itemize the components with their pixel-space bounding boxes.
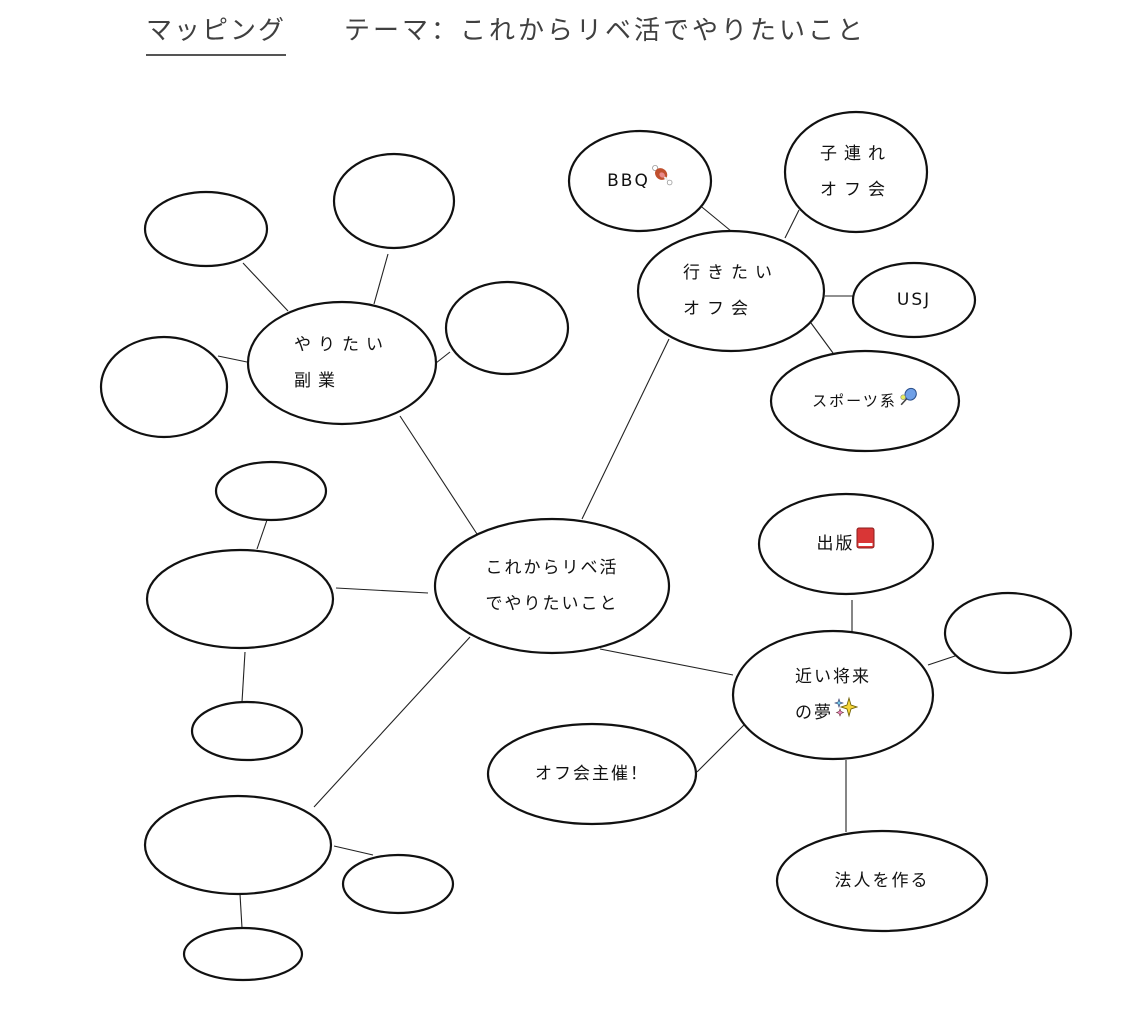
edge-dream-dream-empty <box>927 654 959 666</box>
node-lb-2[interactable] <box>182 926 304 982</box>
node-label-line: BBQ <box>607 163 673 199</box>
edge-left-mid-lm-2 <box>241 651 246 703</box>
node-label-dream[interactable]: 近い将来の夢 <box>795 659 871 731</box>
node-label-usj[interactable]: USJ <box>897 282 931 318</box>
edge-left-bottom-lb-2 <box>239 893 243 929</box>
node-label-host-offkai[interactable]: オフ会主催！ <box>535 756 649 792</box>
meat-icon <box>651 163 673 199</box>
racket-icon <box>898 383 918 419</box>
book-icon <box>856 526 876 562</box>
edge-side-job-sj-1 <box>242 262 289 312</box>
node-host-offkai[interactable] <box>486 722 698 826</box>
edge-dream-host-offkai <box>696 722 747 773</box>
edge-offkai-bbq <box>696 202 732 232</box>
edge-center-dream <box>599 648 734 676</box>
node-label-line: オフ会主催！ <box>535 756 649 792</box>
node-left-mid[interactable] <box>145 548 335 650</box>
page-header: マッピング テーマ：これからリベ活でやりたいこと <box>146 14 866 58</box>
node-sj-3[interactable] <box>444 280 570 376</box>
node-label-line: やりたい <box>294 327 390 363</box>
edge-side-job-sj-4 <box>217 355 248 363</box>
node-label-center[interactable]: これからリベ活でやりたいこと <box>486 550 619 622</box>
edge-side-job-sj-3 <box>435 351 451 364</box>
node-sj-4[interactable] <box>99 335 229 439</box>
node-label-text: 副業 <box>294 371 342 391</box>
connector-lines <box>217 202 959 929</box>
node-label-text: 行きたい <box>683 263 779 283</box>
node-label-line: これからリベ活 <box>486 550 619 586</box>
node-bbq[interactable] <box>567 129 713 233</box>
node-label-side-job[interactable]: やりたい副業 <box>294 327 390 399</box>
node-side-job[interactable] <box>246 300 438 426</box>
node-label-line: 行きたい <box>683 255 779 291</box>
node-corp[interactable] <box>775 829 989 933</box>
node-kids[interactable] <box>783 110 929 234</box>
node-label-text: でやりたいこと <box>485 594 619 614</box>
node-label-text: 出版 <box>816 534 855 554</box>
edge-center-offkai <box>581 338 670 520</box>
node-lb-1[interactable] <box>341 853 455 915</box>
node-label-line: 法人を作る <box>835 863 930 899</box>
node-label-line: 出版 <box>817 526 876 562</box>
node-label-text: スポーツ系 <box>812 391 897 410</box>
node-label-line: オフ会 <box>683 291 779 327</box>
node-dream-empty[interactable] <box>943 591 1073 675</box>
theme-title: テーマ：これからリベ活でやりたいこと <box>344 16 867 46</box>
node-label-kids[interactable]: 子連れオフ会 <box>820 136 892 208</box>
node-dream[interactable] <box>731 629 935 761</box>
node-label-bbq[interactable]: BBQ <box>607 163 673 199</box>
node-left-bottom[interactable] <box>143 794 333 896</box>
node-sports[interactable] <box>769 349 961 453</box>
node-label-sports[interactable]: スポーツ系 <box>812 383 918 420</box>
node-label-line: USJ <box>897 282 931 318</box>
edge-center-side-job <box>399 415 478 535</box>
node-sj-2[interactable] <box>332 152 456 250</box>
edge-side-job-sj-2 <box>373 253 389 305</box>
edge-center-left-mid <box>335 587 429 594</box>
edge-offkai-kids <box>784 209 800 239</box>
edge-center-left-bottom <box>313 636 471 808</box>
node-label-text: オフ会 <box>820 180 892 200</box>
node-label-line: 近い将来 <box>795 659 871 695</box>
node-lm-2[interactable] <box>190 700 304 762</box>
edge-left-bottom-lb-1 <box>333 845 374 856</box>
node-label-text: 法人を作る <box>834 871 930 891</box>
node-label-publish[interactable]: 出版 <box>817 526 876 562</box>
node-label-text: オフ会 <box>683 299 755 319</box>
node-label-line: 子連れ <box>820 136 892 172</box>
node-label-corp[interactable]: 法人を作る <box>835 863 930 899</box>
node-label-text: 近い将来 <box>795 667 871 687</box>
node-label-text: の夢 <box>795 703 833 723</box>
node-label-offkai[interactable]: 行きたいオフ会 <box>683 255 779 327</box>
node-label-line: の夢 <box>795 695 871 731</box>
node-lm-1[interactable] <box>214 460 328 522</box>
node-label-line: オフ会 <box>820 172 892 208</box>
node-label-line: でやりたいこと <box>486 586 619 622</box>
node-label-text: USJ <box>896 290 932 310</box>
node-label-line: 副業 <box>294 363 390 399</box>
node-label-text: オフ会主催！ <box>535 764 649 784</box>
node-sj-1[interactable] <box>143 190 269 268</box>
node-shapes <box>99 110 1073 982</box>
edge-left-mid-lm-1 <box>256 519 268 550</box>
section-label: マッピング <box>146 14 287 56</box>
node-usj[interactable] <box>851 261 977 339</box>
node-label-line: スポーツ系 <box>812 383 918 420</box>
node-label-text: これからリベ活 <box>485 558 619 578</box>
node-center[interactable] <box>433 517 671 655</box>
node-label-text: 子連れ <box>820 144 892 164</box>
node-label-text: BBQ <box>607 171 650 191</box>
sparkles-icon <box>834 695 859 731</box>
edge-offkai-sports <box>810 322 834 354</box>
node-label-text: やりたい <box>294 335 390 355</box>
node-offkai[interactable] <box>636 229 826 353</box>
node-publish[interactable] <box>757 492 935 596</box>
